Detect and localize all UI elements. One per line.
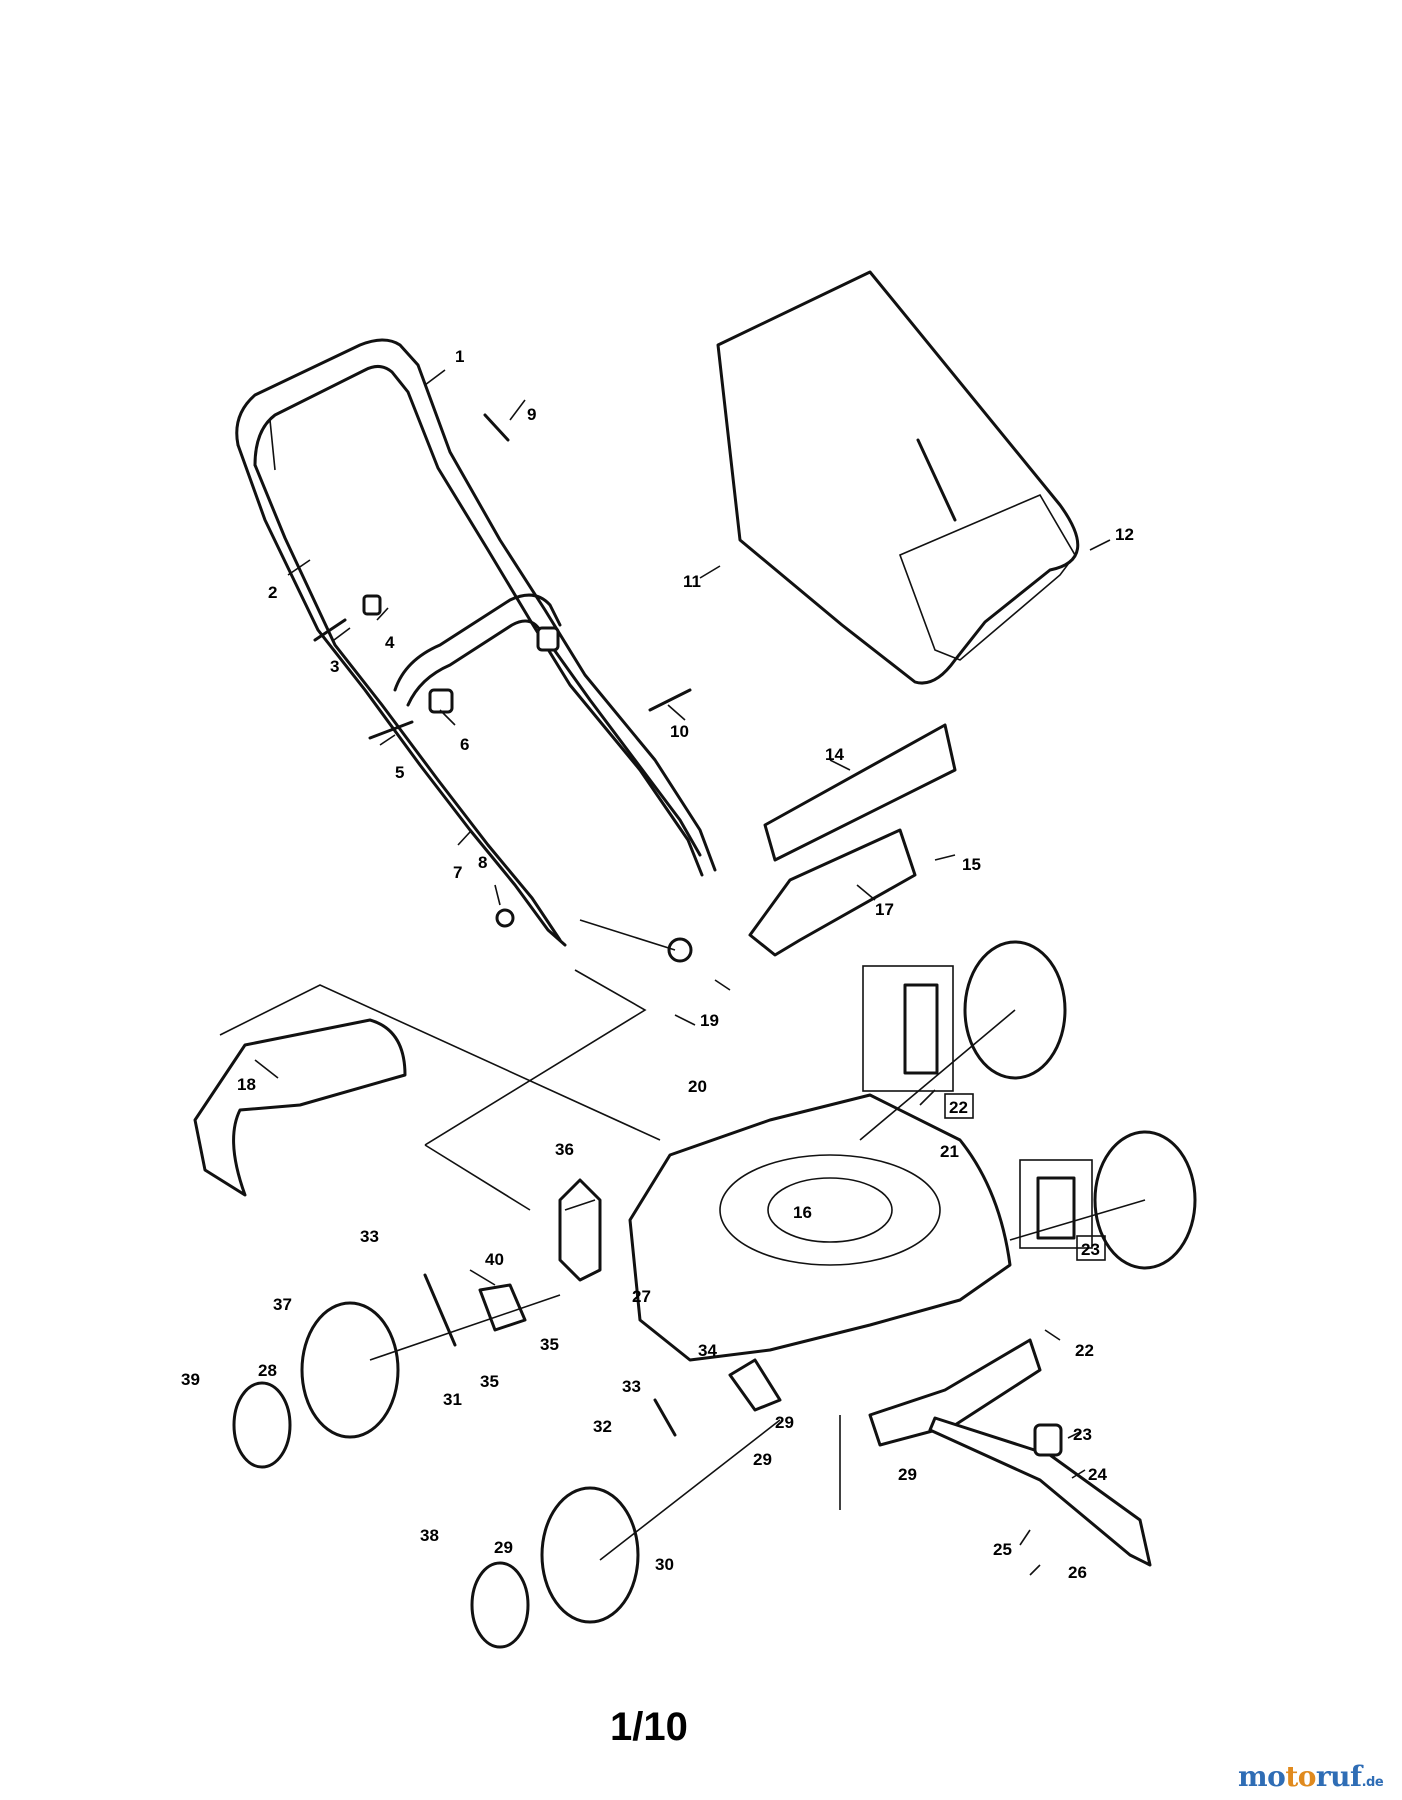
hubcap-41 xyxy=(232,1381,292,1469)
adapter-25 xyxy=(1033,1423,1063,1457)
deck-21 xyxy=(628,1093,1012,1362)
callout-31: 29 xyxy=(753,1450,772,1469)
callout-41: 39 xyxy=(181,1370,200,1389)
knob-8 xyxy=(495,908,515,928)
knob-6 xyxy=(428,688,454,714)
callout-18: 18 xyxy=(237,1075,256,1094)
callout-33-b: 32 xyxy=(593,1417,612,1436)
adjuster-detail-23 xyxy=(1019,1159,1093,1249)
callout-8: 8 xyxy=(478,853,487,872)
clip-9 xyxy=(483,413,510,442)
knob-4 xyxy=(362,594,382,616)
callout-29-b: 28 xyxy=(258,1361,277,1380)
hubcap-40 xyxy=(470,1561,530,1649)
callout-39: 37 xyxy=(273,1295,292,1314)
callout-16: 16 xyxy=(793,1203,812,1222)
upper-handle xyxy=(235,338,717,877)
callout-13: 40 xyxy=(485,1250,504,1269)
callout-28: 26 xyxy=(1068,1563,1087,1582)
watermark-tld: .de xyxy=(1361,1775,1384,1790)
callout-30: 29 xyxy=(775,1413,794,1432)
wheel-39 xyxy=(300,1301,400,1439)
callout-27: 25 xyxy=(993,1540,1012,1559)
bolt-5 xyxy=(368,720,414,740)
chute-18 xyxy=(193,1018,407,1197)
callout-19: 19 xyxy=(700,1011,719,1030)
callout-29-c: 29 xyxy=(494,1538,513,1557)
callout-1: 1 xyxy=(455,347,464,366)
callout-3: 3 xyxy=(330,657,339,676)
callout-4: 4 xyxy=(385,633,395,652)
callout-11: 11 xyxy=(683,572,701,591)
callout-35-b: 34 xyxy=(698,1341,717,1360)
spring-19 xyxy=(667,937,693,963)
left-adjuster-38 xyxy=(558,1178,602,1282)
callout-40: 38 xyxy=(420,1526,439,1545)
callout-35-a: 33 xyxy=(360,1227,379,1246)
callout-9: 9 xyxy=(527,405,536,424)
callout-26: 24 xyxy=(1088,1465,1107,1484)
callout-24: 22 xyxy=(1075,1341,1094,1360)
callout-22-box: 22 xyxy=(944,1093,974,1119)
callout-38: 36 xyxy=(555,1140,574,1159)
bracket-30 xyxy=(728,1358,782,1412)
knob-top xyxy=(536,626,560,652)
front-baffle-24 xyxy=(868,1338,1042,1447)
callout-20: 20 xyxy=(688,1077,707,1096)
adjuster-detail-22 xyxy=(862,965,954,1092)
bracket-36 xyxy=(478,1283,527,1332)
callout-37: 35 xyxy=(480,1372,499,1391)
bolt-3 xyxy=(313,618,347,642)
wheel-32 xyxy=(540,1486,640,1624)
callout-labels: 1 2 3 4 5 6 7 8 9 10 11 12 14 15 16 17 1… xyxy=(181,347,1134,1582)
callout-10: 10 xyxy=(670,722,689,741)
watermark-part-1: mo xyxy=(1238,1760,1286,1793)
leader-lines xyxy=(219,919,1146,1561)
callout-6: 6 xyxy=(460,735,469,754)
callout-leaders xyxy=(254,369,1111,1576)
blade-26 xyxy=(928,1416,1152,1567)
page-number: 1/10 xyxy=(610,1705,688,1749)
callout-33-a: 31 xyxy=(443,1390,462,1409)
lower-handle xyxy=(236,443,702,947)
callout-29-a: 27 xyxy=(632,1287,651,1306)
callout-25: 23 xyxy=(1073,1425,1092,1444)
bracket-34 xyxy=(653,1398,677,1437)
watermark-part-3: ruf xyxy=(1315,1760,1362,1793)
callout-17: 17 xyxy=(875,900,894,919)
callout-36: 35 xyxy=(540,1335,559,1354)
callout-2: 2 xyxy=(268,583,277,602)
watermark-logo: motoruf.de xyxy=(1238,1760,1384,1793)
callout-14: 14 xyxy=(825,745,844,764)
callout-34: 33 xyxy=(622,1377,641,1396)
callout-23: 23 xyxy=(1081,1240,1100,1259)
callout-23-box: 23 xyxy=(1076,1235,1106,1261)
callout-15: 15 xyxy=(962,855,981,874)
rear-door-17 xyxy=(748,828,917,957)
watermark-part-2: to xyxy=(1285,1760,1316,1793)
callout-32: 30 xyxy=(655,1555,674,1574)
lever-37 xyxy=(423,1273,457,1347)
callout-21: 21 xyxy=(940,1142,959,1161)
grass-bag xyxy=(716,270,1080,685)
callout-22: 22 xyxy=(949,1098,968,1117)
callout-7: 7 xyxy=(453,863,462,882)
callout-12: 12 xyxy=(1115,525,1134,544)
callout-5: 5 xyxy=(395,763,404,782)
hinge-plate-14 xyxy=(763,723,957,862)
callout-29-d: 29 xyxy=(898,1465,917,1484)
rod-10 xyxy=(648,688,692,712)
